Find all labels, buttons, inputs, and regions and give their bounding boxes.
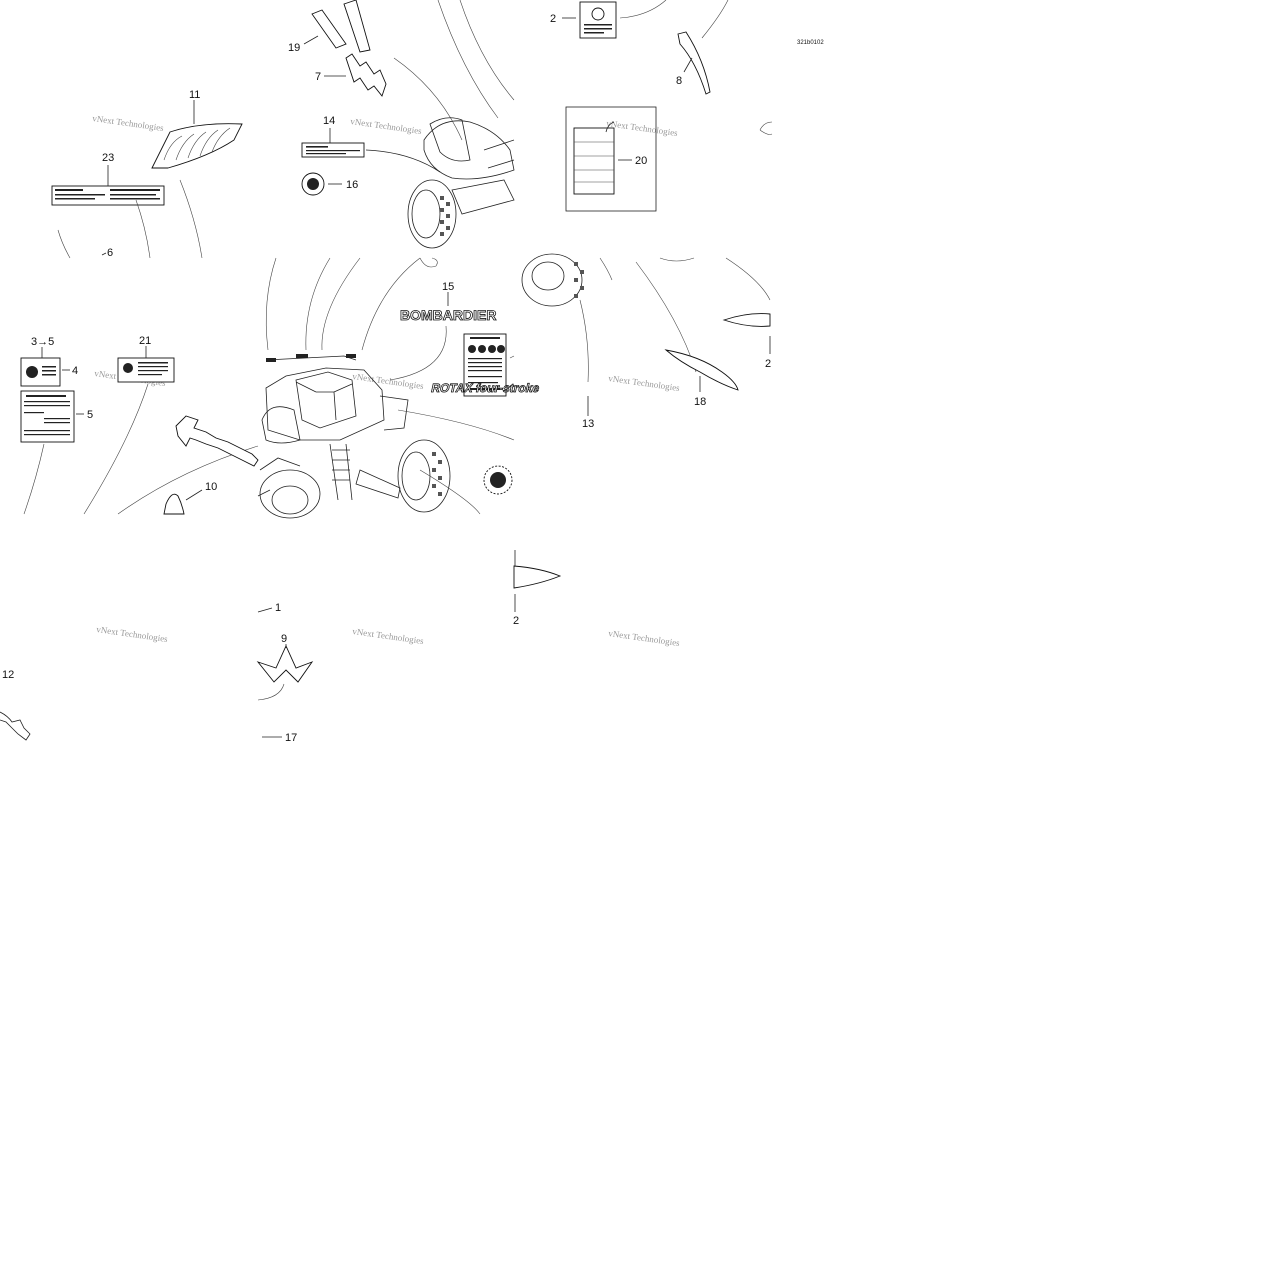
safety-warning-decal — [463, 333, 507, 397]
watermark: vNext Technologies — [96, 624, 169, 644]
hood-label-decal — [301, 142, 365, 158]
callout-4: 4 — [72, 365, 78, 377]
curved-stripe-decal — [677, 31, 711, 95]
small-warning-decal — [20, 357, 61, 387]
callout-20: 20 — [635, 155, 647, 167]
jagged-stripe-decal — [345, 53, 387, 97]
callout-9: 9 — [281, 633, 287, 645]
callout-17: 17 — [285, 732, 297, 744]
watermark: vNext Technologies — [352, 626, 425, 646]
callout-8: 8 — [676, 75, 682, 87]
watermark: vNext Technologies — [606, 118, 679, 138]
warning-label-decal — [579, 1, 617, 39]
callout-21: 21 — [139, 335, 151, 347]
registration-sheet-decal — [565, 106, 657, 212]
spec-label-decal — [51, 185, 165, 206]
watermark: vNext Technologies — [352, 371, 425, 391]
callout-5: 5 — [87, 409, 93, 421]
callout-2: 2 — [550, 13, 556, 25]
callout-12: 12 — [2, 669, 14, 681]
caution-label-decal — [117, 357, 175, 383]
callout-18: 18 — [694, 396, 706, 408]
atv-front-illustration — [257, 257, 515, 519]
callout-16: 16 — [346, 179, 358, 191]
callout-14: 14 — [323, 115, 335, 127]
callout-6: 6 — [107, 247, 113, 259]
side-stripe-decal — [664, 349, 739, 391]
watermark: vNext Technologies — [608, 373, 681, 393]
callout-2-bottom: 2 — [513, 615, 519, 627]
engine-brand-decal: ROTAX four-stroke — [430, 381, 542, 396]
callout-1: 1 — [275, 602, 281, 614]
watermark: vNext Technologies — [608, 628, 681, 648]
watermark: vNext Technologies — [350, 116, 423, 136]
tire-pressure-label-decal — [20, 390, 75, 443]
callout-11: 11 — [189, 89, 200, 101]
callout-15: 15 — [442, 281, 454, 293]
gear-emblem-decal — [483, 465, 513, 495]
callout-2-right: 2 — [765, 358, 771, 370]
chevron-decal — [256, 644, 314, 683]
callout-7: 7 — [315, 71, 321, 83]
callout-10: 10 — [205, 481, 217, 493]
fender-stripe-decal — [311, 9, 347, 49]
grille-decal — [151, 123, 243, 169]
round-emblem-decal — [301, 172, 325, 196]
arrow-stripe-decal — [175, 415, 259, 467]
atv-rear-illustration — [393, 0, 515, 249]
callout-3-to-5: 3→5 — [31, 336, 54, 348]
drawing-code: 321b0102 — [797, 40, 824, 46]
watermark: vNext Technologies — [92, 113, 165, 133]
callout-13: 13 — [582, 418, 594, 430]
engine-brand-text: ROTAX four-stroke — [430, 381, 541, 395]
atv-rear-wheel-illustration — [521, 253, 695, 307]
callout-23: 23 — [102, 152, 114, 164]
callout-19: 19 — [288, 42, 300, 54]
brand-decal-text: BOMBARDIER — [400, 307, 496, 323]
